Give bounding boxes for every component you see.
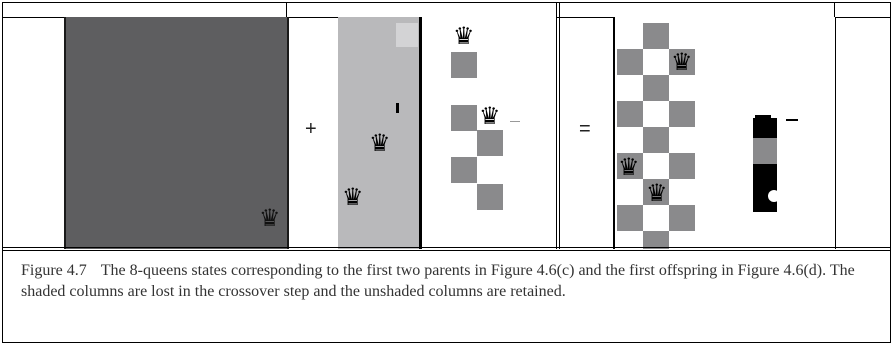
queen-icon: ♛: [671, 48, 693, 76]
queen-icon: ♛: [259, 204, 281, 232]
mark: [396, 103, 399, 113]
caption-text: The 8-queens states corresponding to the…: [21, 262, 855, 300]
dark-block: [755, 115, 771, 121]
queen-icon: ♛: [342, 183, 364, 211]
checker-square: [617, 49, 643, 75]
plus-operator: +: [305, 118, 317, 140]
shaded-columns: ♛ ♛: [338, 17, 419, 249]
parent1-board: ♛: [64, 17, 289, 249]
checker-square: [451, 157, 477, 183]
checker-square: [669, 205, 695, 231]
figure-frame: [2, 2, 891, 343]
checker-square: [643, 75, 669, 101]
checker-square: [477, 184, 503, 210]
equals-operator: =: [579, 118, 591, 140]
checker-square: [451, 52, 477, 78]
checker-square: [643, 127, 669, 153]
separator: [286, 2, 287, 17]
queen-icon: ♛: [479, 102, 501, 130]
checker-square: [669, 101, 695, 127]
separator: [559, 2, 560, 249]
rule: [2, 247, 891, 248]
checker-square: [617, 153, 643, 179]
queen-icon: ♛: [646, 179, 668, 207]
checker-square: [669, 153, 695, 179]
checker-square: [617, 205, 643, 231]
mark: [510, 121, 520, 122]
mark: [786, 119, 798, 121]
figure-label: Figure 4.7: [21, 262, 87, 279]
white-dot: [768, 190, 780, 202]
checker-square: [617, 101, 643, 127]
dark-block: [753, 164, 777, 212]
board-divider: [419, 17, 422, 249]
parent2-board: ♛ ♛ ♛ ♛: [338, 17, 556, 249]
queen-icon: ♛: [618, 153, 640, 181]
separator: [834, 2, 835, 17]
rule: [2, 250, 891, 251]
checker-square: [753, 138, 777, 164]
shade-notch: [396, 23, 418, 47]
checker-square: [477, 130, 503, 156]
offspring-board: ♛ ♛ ♛: [613, 17, 836, 249]
checker-square: [451, 105, 477, 131]
checker-square: [643, 231, 669, 249]
checker-square: [643, 179, 669, 205]
queen-icon: ♛: [369, 129, 391, 157]
checker-square: [643, 23, 669, 49]
dark-block: [753, 118, 777, 138]
checker-square: [669, 49, 695, 75]
separator: [556, 2, 557, 249]
queen-icon: ♛: [453, 22, 475, 50]
